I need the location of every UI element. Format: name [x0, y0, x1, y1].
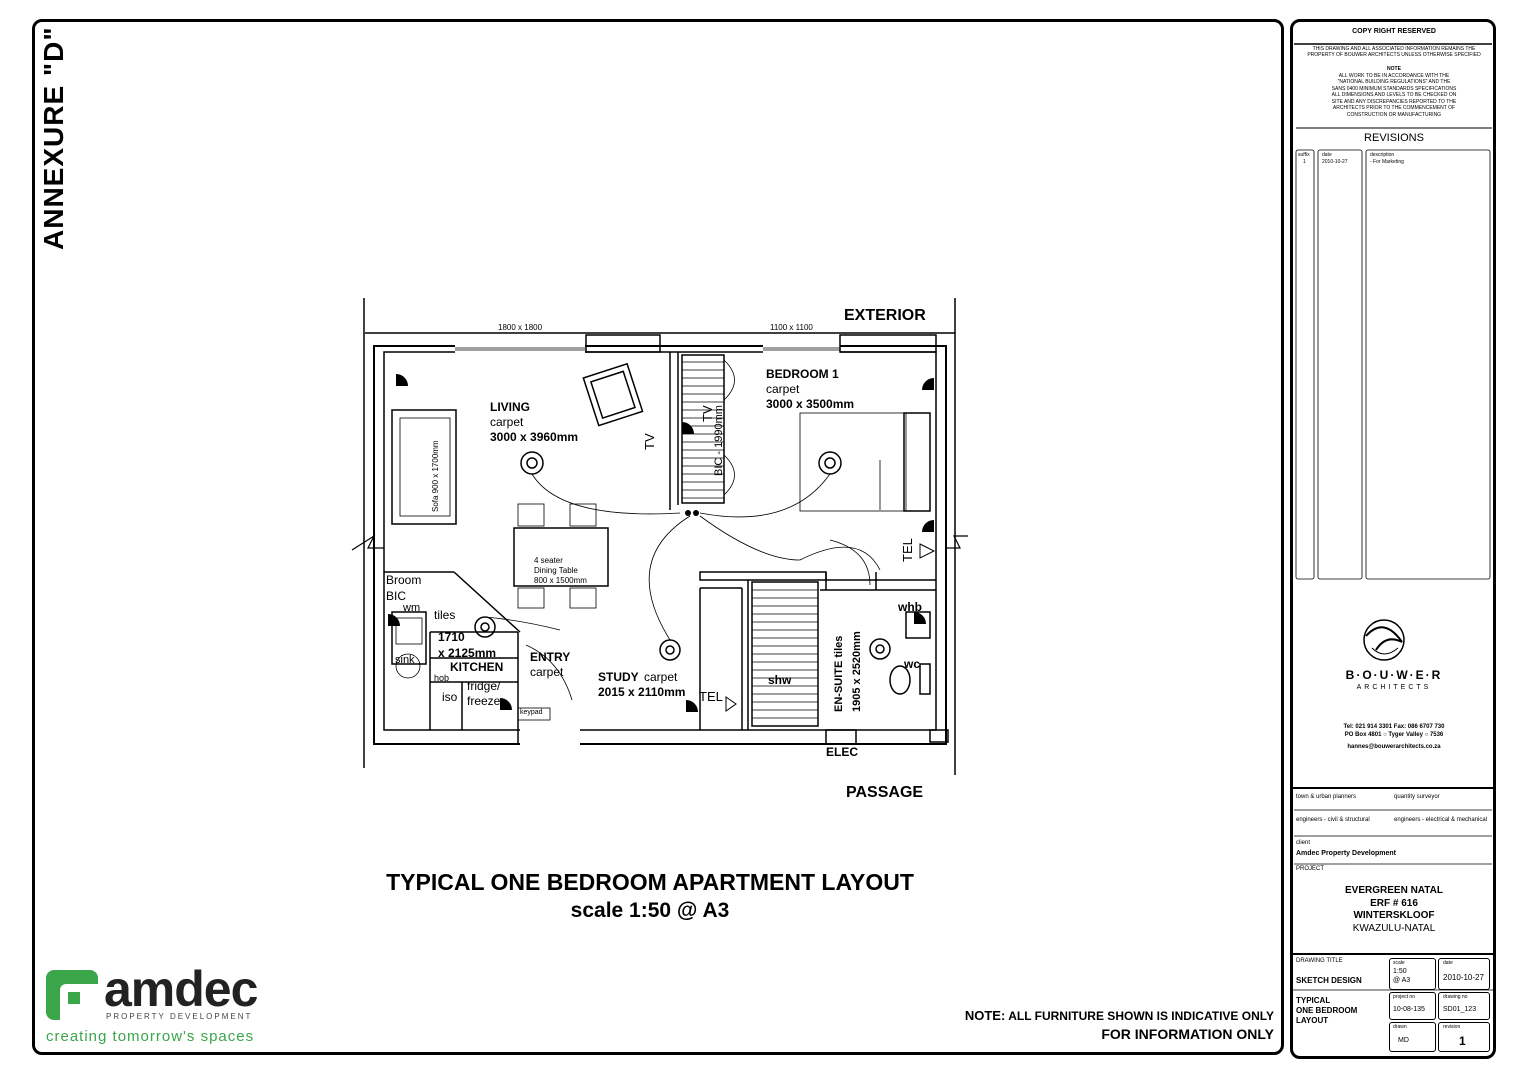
- hob-label: hob: [434, 673, 449, 683]
- shower-label: shw: [768, 673, 792, 687]
- tv-bedroom-label: TV: [700, 405, 715, 422]
- town-planners-label: town & urban planners: [1296, 794, 1357, 800]
- tiles-label: tiles: [434, 608, 455, 622]
- kitchen-size-1: 1710: [438, 630, 465, 644]
- wc-label: wc: [903, 657, 920, 671]
- scale-cell: scale 1:50 @ A3: [1389, 958, 1436, 990]
- bic-bedroom-label: BIC - 1990mm: [713, 405, 725, 476]
- project-label: PROJECT: [1296, 866, 1325, 872]
- room-living-floor: carpet: [490, 415, 524, 429]
- client-name: Amdec Property Development: [1296, 850, 1396, 857]
- rev-header-date: date: [1322, 152, 1332, 158]
- note-label: NOTE:: [964, 1008, 1006, 1023]
- tel-bedroom-label: TEL: [900, 538, 915, 562]
- rev-description-1: - For Marketing: [1370, 159, 1404, 165]
- room-entry-floor: carpet: [530, 665, 564, 679]
- drawing-title-1: SKETCH DESIGN: [1296, 976, 1362, 985]
- room-living-name: LIVING: [490, 400, 530, 414]
- keypad-label: keypad: [520, 709, 543, 716]
- room-bedroom-size: 3000 x 3500mm: [766, 397, 854, 411]
- sofa-label: Sofa 900 x 1700mm: [431, 440, 440, 512]
- title-block-frame: [1290, 19, 1496, 1059]
- drawing-title: TYPICAL ONE BEDROOM APARTMENT LAYOUT: [386, 869, 914, 895]
- room-living-size: 3000 x 3960mm: [490, 430, 578, 444]
- ensuite-size: 1905 x 2520mm: [851, 631, 863, 712]
- copyright-text: THIS DRAWING AND ALL ASSOCIATED INFORMAT…: [1307, 46, 1481, 58]
- amdec-logo-mark: [46, 970, 98, 1020]
- rev-suffix-1: 1: [1303, 159, 1306, 165]
- exterior-label: EXTERIOR: [844, 307, 926, 324]
- date-cell: date 2010-10-27: [1438, 958, 1490, 990]
- iso-label: iso: [442, 690, 458, 704]
- freezer-label: freezer: [467, 694, 504, 708]
- room-study-name: STUDY: [598, 670, 639, 684]
- civil-engineers-label: engineers - civil & structural: [1296, 817, 1370, 823]
- room-study-size: 2015 x 2110mm: [598, 685, 685, 699]
- room-bedroom-floor: carpet: [766, 382, 800, 396]
- project-no-cell: project no 10-08-135: [1389, 992, 1436, 1020]
- kitchen-size-2: x 2125mm: [438, 646, 496, 660]
- information-only-note: FOR INFORMATION ONLY: [1101, 1026, 1274, 1042]
- amdec-wordmark: amdec: [104, 961, 258, 1017]
- electrical-engineers-label: engineers - electrical & mechanical: [1394, 817, 1488, 823]
- amdec-subtitle: PROPERTY DEVELOPMENT: [106, 1012, 253, 1021]
- rev-header-suffix: suffix: [1298, 152, 1310, 158]
- room-study-floor: carpet: [644, 670, 678, 684]
- window-dim-right: 1100 x 1100: [770, 323, 813, 332]
- rev-date-1: 2010-10-27: [1322, 159, 1348, 165]
- room-bedroom-name: BEDROOM 1: [766, 367, 839, 381]
- amdec-tagline: creating tomorrow's spaces: [46, 1028, 255, 1045]
- client-label: client: [1296, 840, 1311, 846]
- drawing-title-label: DRAWING TITLE: [1296, 958, 1343, 964]
- quantity-surveyor-label: quantity surveyor: [1394, 794, 1440, 800]
- drawn-cell: drawn MD: [1389, 1022, 1436, 1052]
- dining-line-3: 800 x 1500mm: [534, 576, 587, 585]
- copyright-heading: COPY RIGHT RESERVED: [1352, 28, 1436, 35]
- ensuite-name: EN-SUITE tiles: [833, 636, 845, 712]
- room-kitchen-name: KITCHEN: [450, 660, 503, 674]
- elec-label: ELEC: [826, 745, 858, 759]
- drawing-frame: [32, 19, 1284, 1055]
- drawing-scale: scale 1:50 @ A3: [570, 899, 730, 922]
- bouwer-firm-subtitle: ARCHITECTS: [1356, 684, 1432, 691]
- window-dim-left: 1800 x 1800: [498, 323, 543, 332]
- whb-label: whb: [897, 600, 922, 614]
- furniture-note: NOTE: ALL FURNITURE SHOWN IS INDICATIVE …: [965, 1008, 1274, 1023]
- room-entry-name: ENTRY: [530, 650, 570, 664]
- bic-kitchen-label: BIC: [386, 589, 406, 603]
- note-text: ALL FURNITURE SHOWN IS INDICATIVE ONLY: [1008, 1009, 1274, 1023]
- tel-study-label: TEL: [699, 689, 723, 704]
- notes-block: NOTE ALL WORK TO BE IN ACCORDANCE WITH T…: [1331, 66, 1457, 118]
- revisions-heading: REVISIONS: [1364, 132, 1424, 144]
- rev-header-description: description: [1370, 152, 1395, 158]
- dining-line-2: Dining Table: [534, 566, 578, 575]
- bouwer-firm-name: B·O·U·W·E·R: [1345, 668, 1443, 682]
- sink-label: sink: [395, 654, 415, 666]
- wm-label: wm: [402, 602, 420, 614]
- tv-living-label: TV: [642, 433, 657, 450]
- passage-label: PASSAGE: [846, 784, 923, 801]
- broom-label: Broom: [386, 573, 421, 587]
- dining-line-1: 4 seater: [534, 556, 563, 565]
- revision-cell: revision 1: [1438, 1022, 1490, 1052]
- fridge-label: fridge/: [467, 679, 501, 693]
- drawing-no-cell: drawing no SD01_123: [1438, 992, 1490, 1020]
